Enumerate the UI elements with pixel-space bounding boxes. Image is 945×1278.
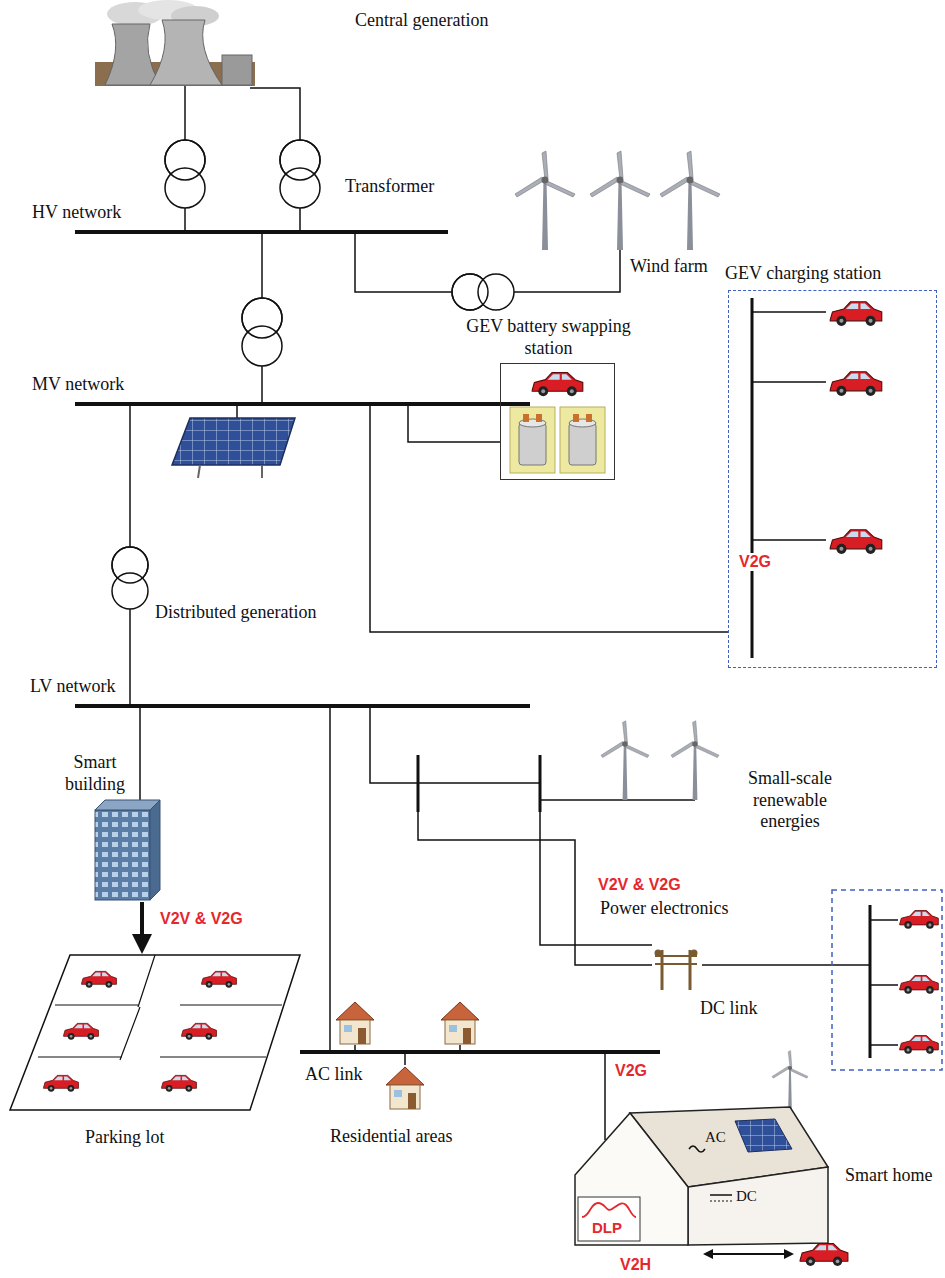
solar-panel — [172, 418, 295, 478]
bus-label: AC link — [305, 1064, 363, 1086]
label-text: Smart building — [56, 752, 134, 795]
battery-swapping-station: GEV battery swapping station — [500, 363, 615, 480]
power-line — [370, 406, 728, 632]
wind-turbine — [515, 151, 808, 1110]
power-line — [329, 708, 331, 1050]
house-icon — [336, 1002, 479, 1109]
mv-bus-bar: MV network — [75, 402, 530, 406]
power-line — [604, 1054, 606, 1140]
bus-label: LV network — [30, 676, 116, 698]
supply-label: DC — [736, 1187, 757, 1205]
home-heading: Smart home — [845, 1165, 933, 1187]
label-text: V2H — [620, 1256, 651, 1274]
supply-label: AC — [705, 1128, 726, 1146]
ac-link-bar: AC linkV2G — [300, 1050, 660, 1054]
power-line — [408, 406, 500, 442]
flow-tag: V2G — [615, 1062, 647, 1080]
parking-lot-shape — [10, 955, 300, 1110]
label-text: V2V & V2G — [598, 876, 681, 894]
label-text: Distributed generation — [155, 602, 316, 624]
station-heading: GEV battery swapping station — [461, 316, 636, 359]
label-text: V2V & V2G — [160, 910, 243, 928]
dc-link-station — [832, 890, 942, 1070]
label-text: Power electronics — [600, 898, 728, 920]
label-text: Wind farm — [630, 256, 708, 278]
v2h-arrow — [705, 1244, 848, 1266]
smart-home: Smart homeACDCDLP — [570, 1140, 832, 1245]
transformer-symbol — [112, 140, 514, 609]
station-heading: GEV charging station — [725, 263, 881, 285]
dlp-label: DLP — [592, 1219, 622, 1236]
label-text: Small-scale renewable energies — [735, 768, 845, 833]
power-electronics — [655, 950, 697, 990]
label-text: Residential areas — [330, 1126, 452, 1148]
battery-swapping-station-shape — [500, 363, 615, 480]
lv-bus-bar: LV network — [75, 704, 530, 708]
smart-building — [95, 800, 160, 950]
hv-bus-bar: HV network — [75, 230, 448, 234]
bus-label: HV network — [32, 202, 121, 224]
parking-label: Parking lot — [85, 1127, 165, 1149]
bus-bar — [418, 755, 870, 1058]
label-text: DC link — [700, 998, 758, 1020]
label-text: Central generation — [355, 10, 488, 32]
power-plant — [95, 0, 255, 86]
flow-tag: V2G — [737, 553, 773, 571]
parking-lot: Parking lot — [10, 955, 300, 1110]
charging-station: GEV charging stationV2G — [728, 290, 937, 668]
charging-station-shape — [728, 290, 937, 668]
label-text: Transformer — [345, 176, 434, 198]
bus-label: MV network — [32, 374, 124, 396]
